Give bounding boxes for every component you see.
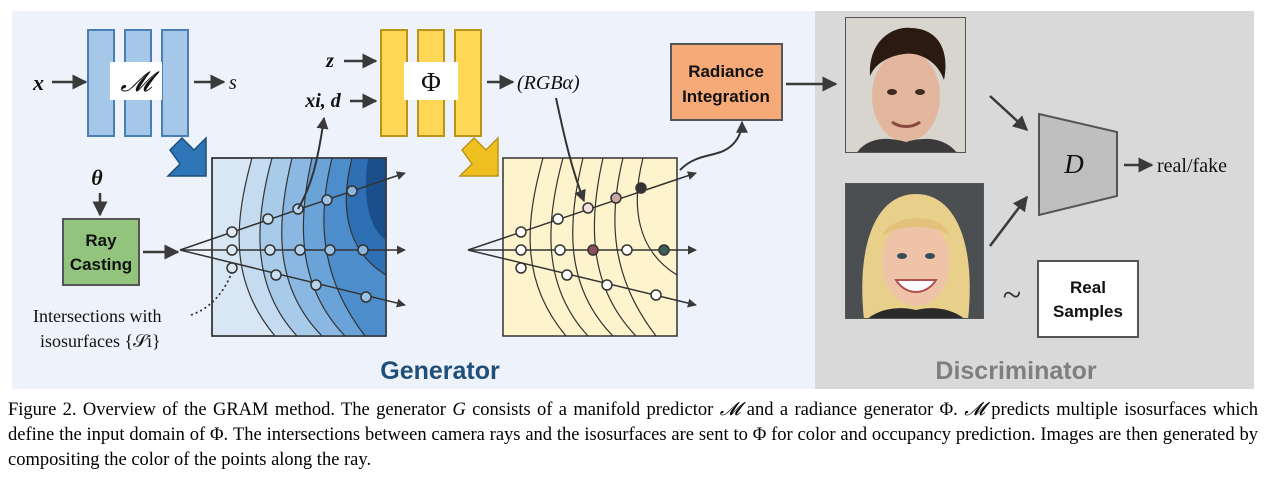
radiance-panel: [467, 97, 748, 337]
point-direction-label: xi, d: [304, 90, 342, 112]
figure-caption: Figure 2. Overview of the GRAM method. T…: [8, 400, 1259, 470]
latent-code-label: z: [325, 50, 334, 72]
real-samples-line2: Samples: [1053, 302, 1123, 321]
discriminator-title: Discriminator: [935, 357, 1096, 385]
phi-to-radiance-arrow: [458, 136, 499, 177]
radiance-integration-block: Radiance Integration: [670, 43, 838, 121]
discriminator-symbol: D: [1063, 149, 1084, 179]
ray-casting-line2: Casting: [70, 255, 132, 274]
ray-casting-line1: Ray: [85, 231, 117, 250]
radiance-generator: z xi, d Φ (RGBα): [304, 29, 580, 137]
sampling-tilde: ~: [1003, 277, 1021, 314]
manifold-output-label: s: [229, 72, 237, 94]
intersections-note-line1: Intersections with: [33, 306, 161, 326]
intersections-note-line2: isosurfaces {𝒮i}: [40, 331, 161, 351]
radiance-integration-line1: Radiance: [688, 62, 764, 81]
real-sample-face-image: [845, 183, 984, 319]
generator-title: Generator: [380, 357, 500, 385]
radiance-integration-line2: Integration: [682, 87, 770, 106]
camera-pose-label: θ: [91, 165, 103, 190]
manifold-predictor: x 𝓜 s: [32, 29, 237, 137]
isosurface-panel: [179, 116, 406, 337]
gram-overview-diagram: x 𝓜 s θ Ray Casting: [12, 11, 1254, 389]
rgba-output-label: (RGBα): [517, 72, 580, 94]
manifold-to-isosurface-arrow: [166, 136, 207, 177]
generated-face-image: [845, 17, 966, 153]
discriminator-output: real/fake: [1157, 155, 1227, 177]
real-samples-block: ~ Real Samples: [1003, 260, 1139, 338]
manifold-input-label: x: [32, 70, 44, 95]
real-samples-line1: Real: [1070, 278, 1106, 297]
ray-casting-block: θ Ray Casting: [62, 165, 180, 286]
discriminator-block: D real/fake: [989, 95, 1227, 247]
phi-symbol: Φ: [421, 67, 441, 97]
